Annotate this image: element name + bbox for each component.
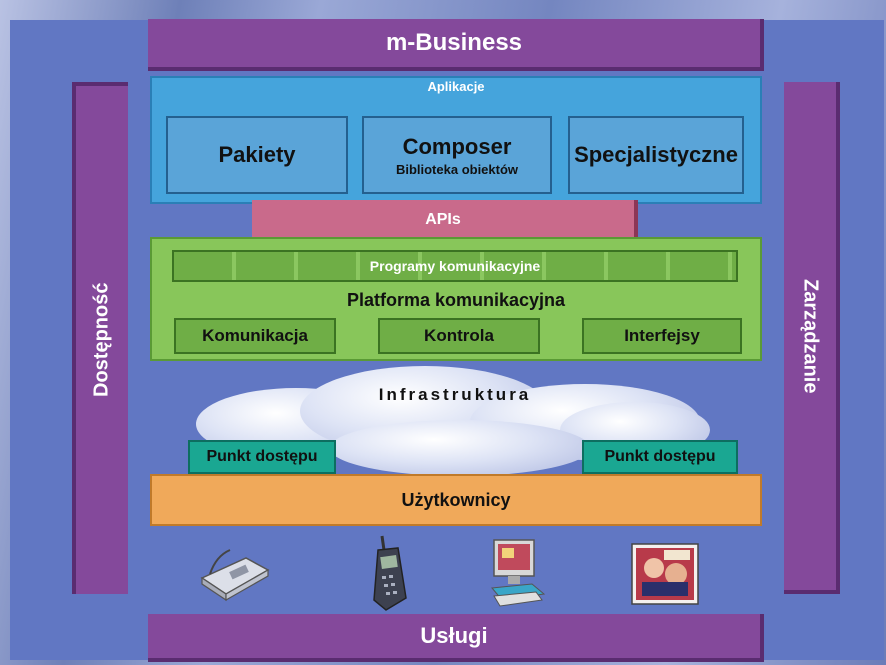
box-interfejsy: Interfejsy: [582, 318, 742, 354]
app-box-specjalistyczne: Specjalistyczne: [568, 116, 744, 194]
app-box-composer: Composer Biblioteka obiektów: [362, 116, 552, 194]
composer-label: Composer: [402, 133, 512, 159]
composer-sublabel: Biblioteka obiektów: [395, 161, 519, 177]
box-komunikacja: Komunikacja: [174, 318, 336, 354]
photo-icon: [628, 540, 702, 608]
m-business-bar: m-Business: [148, 19, 764, 71]
fax-icon: [196, 538, 272, 602]
communication-programs-bar: Programy komunikacyjne: [172, 250, 738, 282]
accessibility-pillar: Dostępność: [72, 82, 128, 594]
management-pillar: Zarządzanie: [784, 82, 840, 594]
platform-title: Platforma komunikacyjna: [346, 289, 566, 310]
infrastructure-label: Infrastruktura: [378, 385, 532, 404]
users-bar: Użytkownicy: [150, 474, 762, 526]
applications-title: Aplikacje: [427, 78, 485, 94]
access-point-right: Punkt dostępu: [582, 440, 738, 474]
computer-icon: [484, 536, 550, 610]
box-kontrola: Kontrola: [378, 318, 540, 354]
access-point-left: Punkt dostępu: [188, 440, 336, 474]
app-box-pakiety: Pakiety: [166, 116, 348, 194]
mobile-phone-icon: [368, 534, 412, 612]
services-bar: Usługi: [148, 614, 764, 662]
